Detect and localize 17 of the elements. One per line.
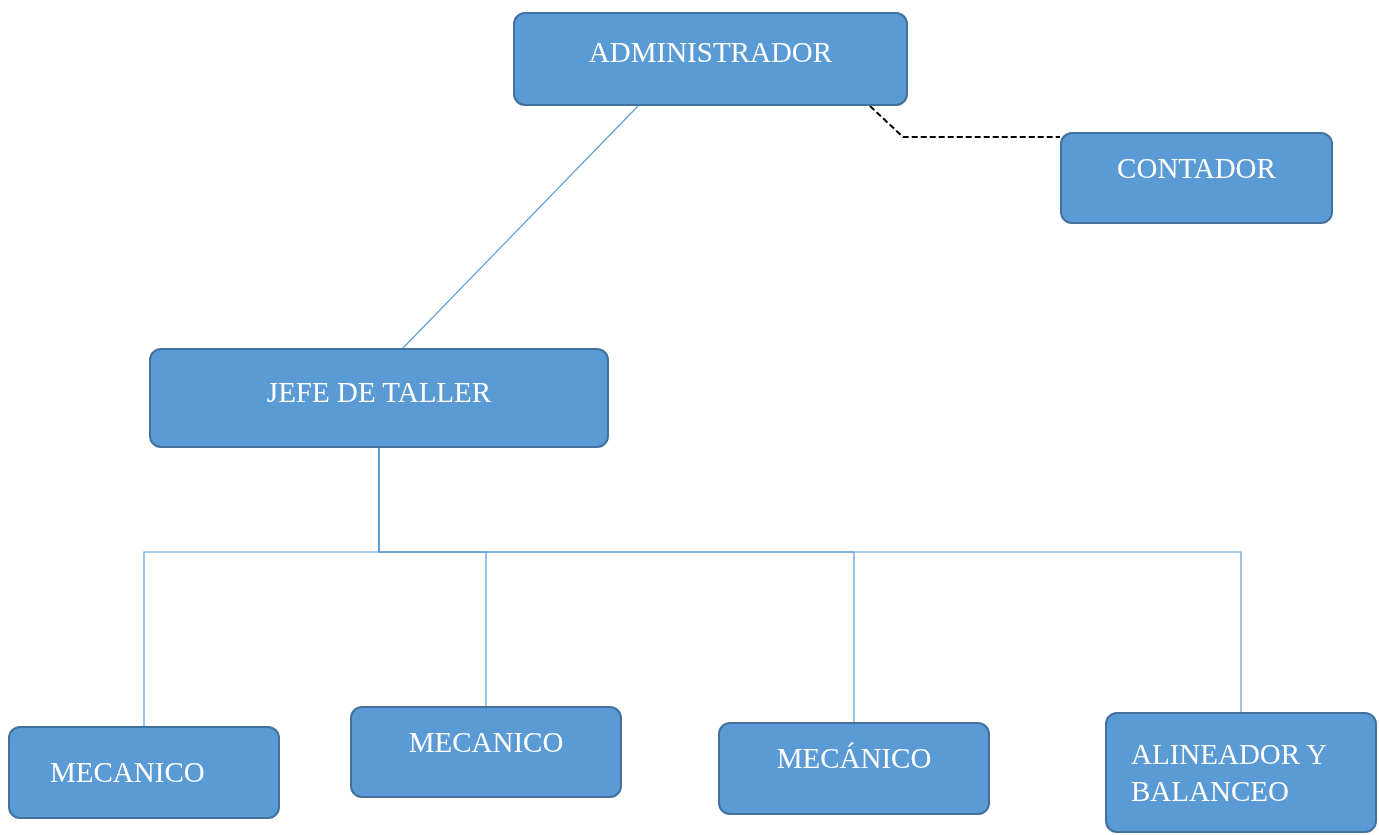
role-box <box>149 348 609 448</box>
role-title: JEFE DE TALLER <box>266 375 492 410</box>
role-title: MECANICO <box>50 755 205 791</box>
dashed-connector <box>869 105 1061 138</box>
role-title: ADMINISTRADOR <box>588 35 833 70</box>
role-box <box>8 726 280 819</box>
role-box <box>1060 132 1333 224</box>
role-box <box>718 722 990 815</box>
role-title: CONTADOR <box>1117 151 1276 186</box>
role-box <box>513 12 908 106</box>
role-title: MECÁNICO <box>776 741 932 776</box>
role-title: MECANICO <box>408 725 564 760</box>
role-box <box>1105 712 1377 833</box>
role-title: ALINEADOR Y BALANCEO <box>1131 737 1328 809</box>
connector-line <box>402 105 639 349</box>
role-box <box>350 706 622 798</box>
connector-line <box>378 447 1242 713</box>
